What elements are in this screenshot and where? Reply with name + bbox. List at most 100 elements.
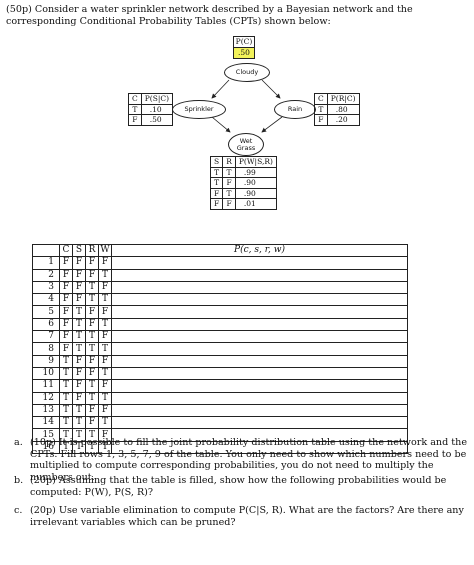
table-cell: T xyxy=(59,354,73,368)
table-cell: T xyxy=(98,391,112,405)
table-cell: F xyxy=(59,256,73,270)
table-cell: F xyxy=(85,403,99,418)
table-cell: T xyxy=(59,379,73,393)
table-cell: T xyxy=(59,366,73,381)
cpt-cell: T xyxy=(128,103,142,115)
table-cell: F xyxy=(72,256,86,270)
question-b-text: (20p) Assuming that the table is filled,… xyxy=(30,475,447,498)
table-cell: F xyxy=(85,416,99,430)
cpt-cell: T xyxy=(209,177,224,189)
row-index: 4 xyxy=(32,293,60,307)
table-cell: T xyxy=(85,330,99,344)
joint-table-header-row: C S R W P(c, s, r, w) xyxy=(32,243,408,258)
table-cell: F xyxy=(72,391,86,405)
cpt-header: C xyxy=(314,93,328,105)
table-cell: F xyxy=(72,366,86,381)
probability-cell xyxy=(111,256,408,270)
cpt-cell: .20 xyxy=(326,114,360,126)
cpt-cell: .99 xyxy=(234,166,277,178)
table-cell: F xyxy=(85,317,99,332)
cpt-cell: F xyxy=(209,187,224,199)
row-index: 12 xyxy=(32,391,60,405)
table-cell: T xyxy=(72,305,86,319)
probability-cell xyxy=(111,280,408,295)
table-cell: T xyxy=(98,440,112,455)
table-cell: T xyxy=(59,403,73,418)
question-a-label: a. xyxy=(14,437,23,448)
prior-cloudy-value: .50 xyxy=(234,48,254,58)
problem-intro: (50p) Consider a water sprinkler network… xyxy=(6,4,413,27)
node-cloudy: Cloudy xyxy=(224,63,270,82)
table-cell: T xyxy=(72,330,86,344)
node-sprinkler-label: Sprinkler xyxy=(184,105,214,113)
cpt-cell: F xyxy=(222,198,236,210)
row-index: 1 xyxy=(32,256,60,270)
table-cell: T xyxy=(98,366,112,381)
question-c-label: c. xyxy=(14,505,23,516)
joint-header-s: S xyxy=(72,243,86,258)
table-cell: T xyxy=(72,403,86,418)
table-cell: F xyxy=(72,268,86,282)
cpt-cell: T xyxy=(314,103,328,115)
joint-header-prob: P(c, s, r, w) xyxy=(111,243,408,258)
table-cell: F xyxy=(59,268,73,282)
probability-cell xyxy=(111,293,408,307)
cpt-cell: .01 xyxy=(234,198,277,210)
probability-cell xyxy=(111,342,408,356)
node-rain-label: Rain xyxy=(287,105,303,113)
row-index: 9 xyxy=(32,354,60,368)
table-cell: T xyxy=(85,280,99,295)
cpt-cell: T xyxy=(209,166,224,178)
edge-cloudy-sprinkler xyxy=(211,79,230,99)
joint-header-c: C xyxy=(59,243,73,258)
row-index: 8 xyxy=(32,342,60,356)
cpt-header: P(R|C) xyxy=(326,93,360,105)
table-cell: T xyxy=(59,416,73,430)
table-cell: F xyxy=(85,354,99,368)
joint-header-r: R xyxy=(85,243,99,258)
node-cloudy-label: Cloudy xyxy=(235,68,259,76)
cpt-cell: F xyxy=(314,114,328,126)
table-cell: F xyxy=(59,330,73,344)
table-cell: F xyxy=(98,354,112,368)
table-cell: F xyxy=(59,293,73,307)
row-index: 13 xyxy=(32,403,60,418)
row-index: 6 xyxy=(32,317,60,332)
table-cell: T xyxy=(85,440,99,455)
probability-cell xyxy=(111,416,408,430)
probability-cell xyxy=(111,354,408,368)
table-cell: F xyxy=(98,305,112,319)
edge-rain-wetgrass xyxy=(261,116,283,133)
cpt-cell: .50 xyxy=(140,114,174,126)
cpt-cell: .10 xyxy=(140,103,174,115)
cpt-cell: T xyxy=(222,166,236,178)
table-cell: T xyxy=(59,391,73,405)
table-cell: T xyxy=(98,342,112,356)
probability-cell xyxy=(111,305,408,319)
table-cell: T xyxy=(98,268,112,282)
table-cell: F xyxy=(72,293,86,307)
table-cell: T xyxy=(85,342,99,356)
probability-cell xyxy=(111,330,408,344)
table-cell: T xyxy=(85,379,99,393)
table-cell: F xyxy=(85,256,99,270)
table-cell: F xyxy=(98,280,112,295)
probability-cell xyxy=(111,268,408,282)
table-cell: T xyxy=(72,416,86,430)
table-cell: F xyxy=(85,305,99,319)
table-cell: F xyxy=(98,403,112,418)
